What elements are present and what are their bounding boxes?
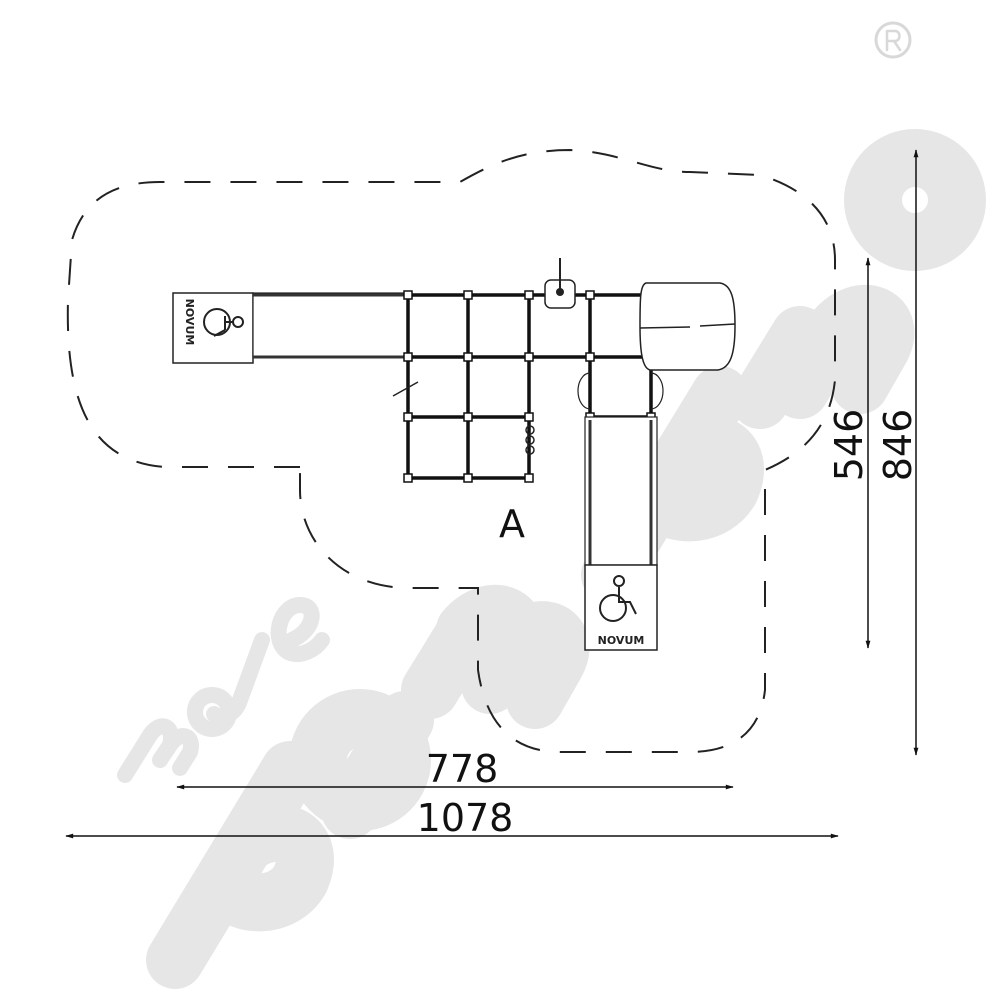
registered-icon xyxy=(874,21,912,59)
watermark-logo-main xyxy=(146,129,986,989)
dimension-width-outer: 1078 xyxy=(417,796,514,840)
slide-hood xyxy=(577,282,736,410)
dimension-width-inner: 778 xyxy=(426,747,499,791)
ramp-brand-label-bottom: NOVUM xyxy=(598,634,645,647)
dimension-height-inner: 546 xyxy=(827,409,871,482)
climbing-holds xyxy=(392,381,535,455)
watermark-logo-top xyxy=(117,597,330,783)
bottom-ramp-landing xyxy=(584,564,658,651)
left-ramp: NOVUM xyxy=(172,292,409,364)
telescope-panel xyxy=(544,258,576,309)
dimension-lines xyxy=(65,149,919,839)
wheelchair-icon xyxy=(203,308,244,337)
zone-label: A xyxy=(499,502,525,546)
safety-zone-outline xyxy=(66,148,836,753)
wheelchair-icon xyxy=(599,575,637,622)
bottom-ramp: NOVUM xyxy=(584,416,658,651)
ramp-brand-label-left: NOVUM xyxy=(183,299,196,346)
watermark-logo xyxy=(117,21,986,989)
dimension-height-outer: 846 xyxy=(876,409,920,482)
